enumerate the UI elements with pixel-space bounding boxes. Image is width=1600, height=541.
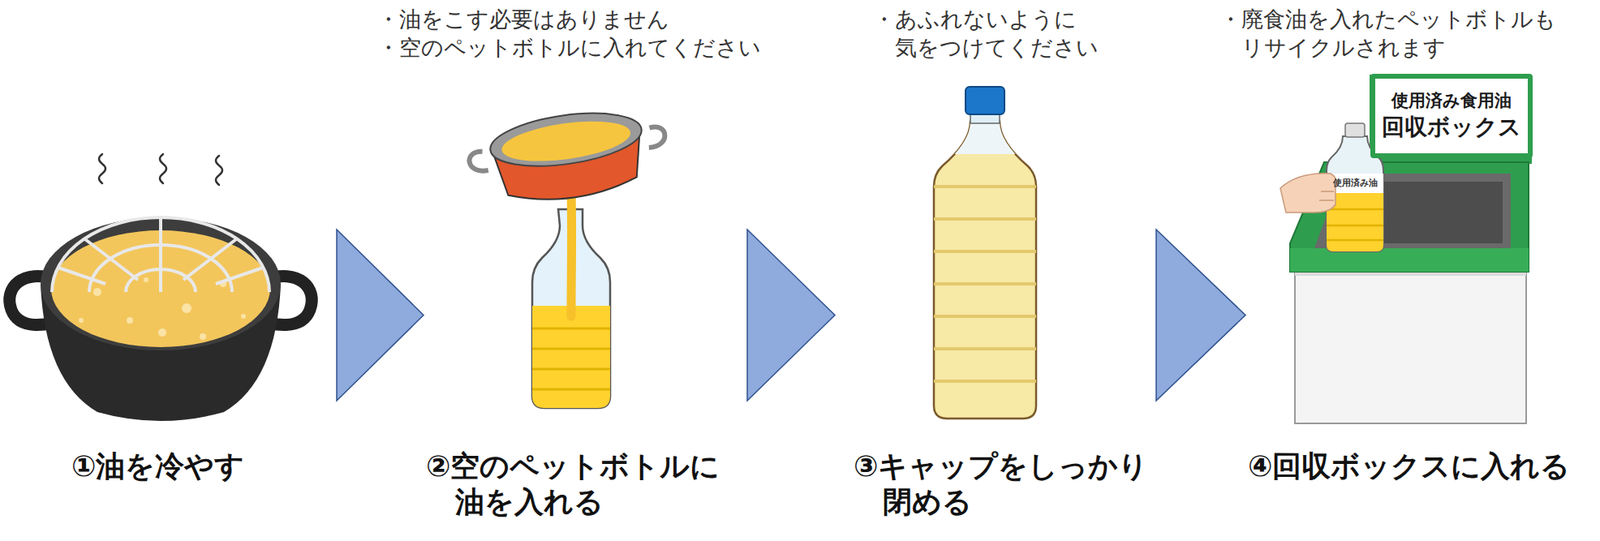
pot-rim bbox=[486, 104, 646, 175]
bottle-cap bbox=[1345, 123, 1365, 138]
steam bbox=[98, 154, 223, 185]
step-title: ④回収ボックスに入れる bbox=[1247, 448, 1597, 485]
collection-box bbox=[1290, 74, 1532, 424]
pouring-pot bbox=[464, 102, 672, 212]
steam-line bbox=[159, 154, 167, 184]
pot-oil bbox=[498, 114, 633, 168]
step-arrow bbox=[747, 229, 835, 401]
box-base bbox=[1294, 267, 1527, 424]
sign-panel: 使用済み食用油回収ボックス bbox=[1370, 73, 1533, 159]
finger-lines bbox=[1319, 191, 1334, 201]
step-panel: ・あふれないように 気をつけてください ③キャップをしっかり 閉める bbox=[837, 0, 1154, 541]
step-panel: ・油をこす必要はありません・空のペットボトルに入れてください②空のペットボトルに… bbox=[425, 0, 745, 541]
pot-handle bbox=[468, 150, 489, 173]
step-title: ②空のペットボトルに 油を入れる bbox=[425, 448, 745, 521]
step-title: ①油を冷やす bbox=[71, 448, 332, 485]
box-back-panel bbox=[1369, 74, 1532, 164]
box-lip bbox=[1290, 248, 1529, 272]
step-panel: ・廃食油を入れたペットボトルも リサイクルされます④回収ボックスに入れる使用済み… bbox=[1247, 0, 1600, 541]
hand-shape bbox=[1280, 173, 1337, 213]
sign-text: 使用済み食用油 bbox=[1391, 89, 1512, 112]
fryer-pot bbox=[9, 217, 313, 422]
step-note: ・空のペットボトルに入れてください bbox=[377, 33, 816, 62]
hand bbox=[1280, 173, 1337, 213]
steam-line bbox=[215, 155, 223, 185]
bottle-label: 使用済み油 bbox=[1324, 177, 1385, 190]
frying-basket bbox=[51, 217, 270, 293]
oil-fill bbox=[527, 305, 617, 412]
bottle-full bbox=[933, 86, 1039, 419]
step-title: ③キャップをしっかり 閉める bbox=[853, 448, 1154, 521]
steam-line bbox=[98, 154, 106, 184]
bottle-outline bbox=[933, 121, 1037, 419]
bottle-cap bbox=[965, 86, 1005, 115]
step-arrow bbox=[336, 229, 424, 401]
sign-text: 回収ボックス bbox=[1381, 111, 1522, 143]
step-note: ・廃食油を入れたペットボトルも リサイクルされます bbox=[1219, 4, 1577, 62]
bottle-ridges bbox=[527, 328, 617, 390]
step-panel: ①油を冷やす bbox=[0, 0, 335, 541]
pot-handle bbox=[645, 125, 667, 148]
pot-rim bbox=[40, 217, 281, 351]
step-note: ・あふれないように 気をつけてください bbox=[873, 4, 1117, 62]
step-note: ・油をこす必要はありません bbox=[377, 4, 816, 34]
step-arrow bbox=[1156, 229, 1246, 401]
bottle-ridges bbox=[933, 186, 1039, 382]
